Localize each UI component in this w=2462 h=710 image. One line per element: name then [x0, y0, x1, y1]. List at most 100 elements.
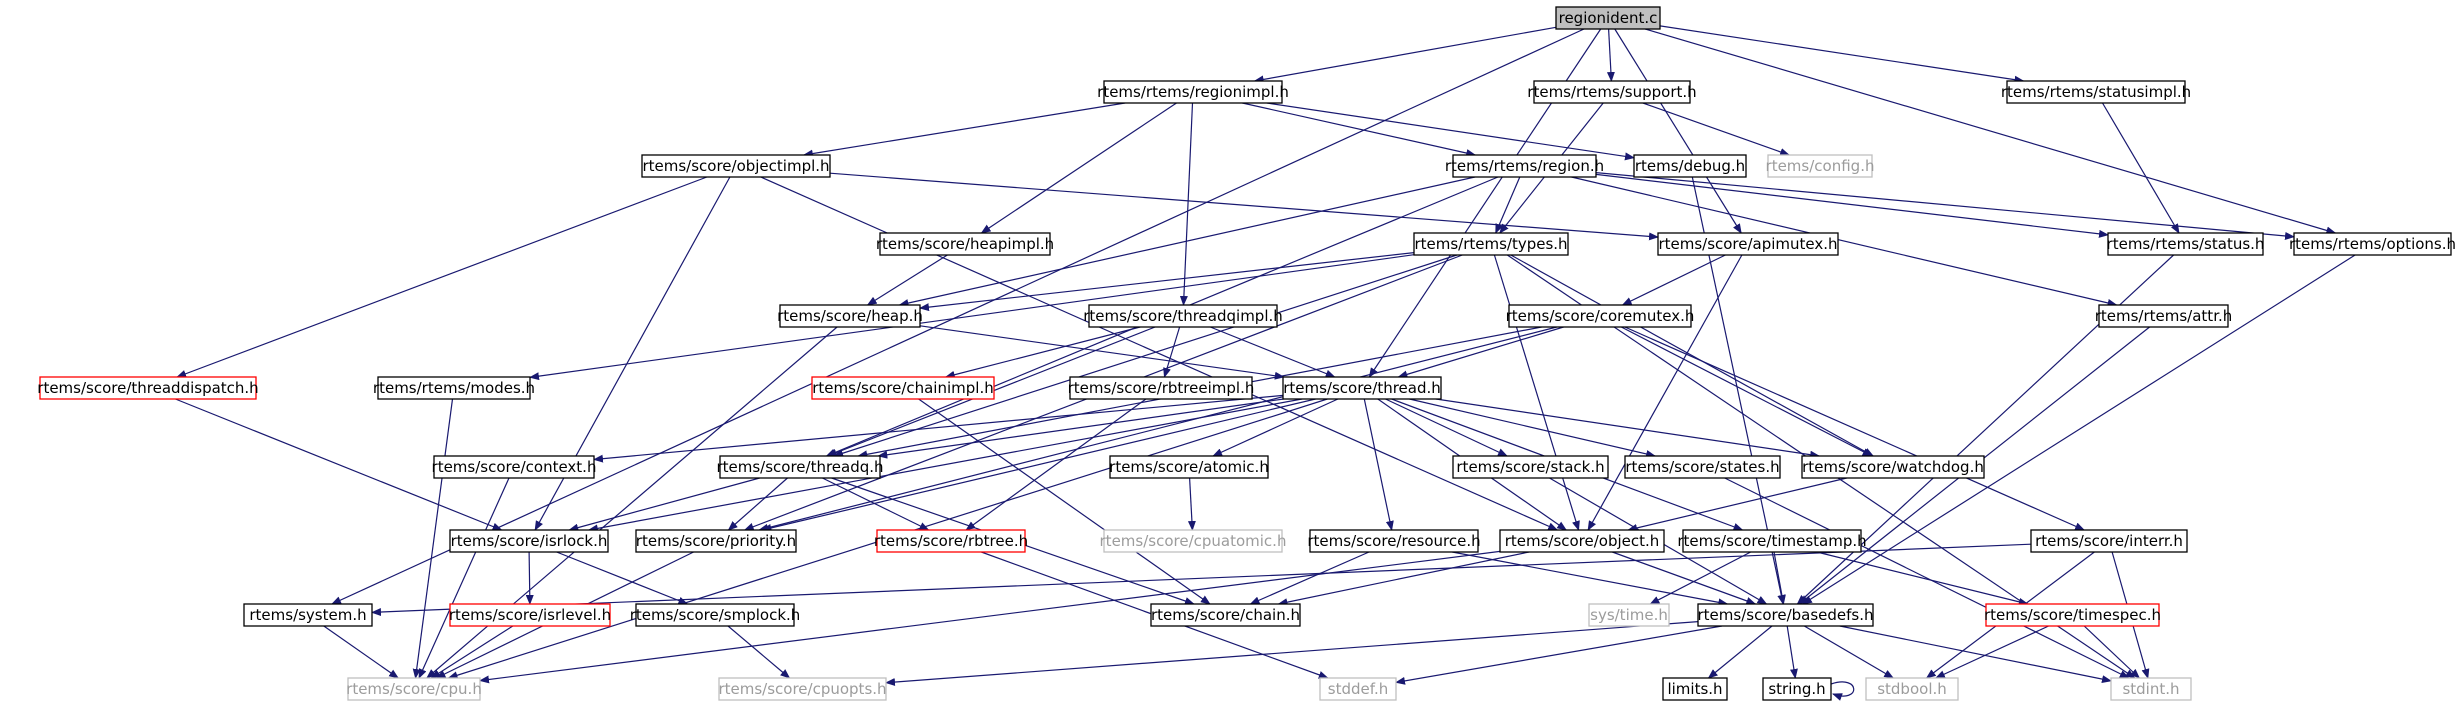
node-attr[interactable]: rtems/rtems/attr.h	[2095, 304, 2233, 328]
edge-thread-to-priority	[761, 398, 1316, 532]
node-box-regionimpl	[1103, 80, 1283, 104]
node-statusimpl[interactable]: rtems/rtems/statusimpl.h	[2001, 80, 2191, 104]
node-string[interactable]: string.h	[1762, 677, 1832, 701]
node-label-priority: rtems/score/priority.h	[636, 532, 796, 550]
node-box-chainimpl	[811, 376, 995, 400]
node-label-resource: rtems/score/resource.h	[1307, 532, 1480, 550]
node-root[interactable]: regionident.c	[1555, 6, 1661, 30]
node-apimutex[interactable]: rtems/score/apimutex.h	[1657, 232, 1839, 256]
node-object[interactable]: rtems/score/object.h	[1499, 529, 1665, 553]
node-timestamp[interactable]: rtems/score/timestamp.h	[1677, 529, 1867, 553]
edge-thread-to-states	[1409, 398, 1657, 458]
node-isrlevel[interactable]: rtems/score/isrlevel.h	[449, 603, 611, 627]
node-label-interr: rtems/score/interr.h	[2035, 532, 2183, 550]
edge-resource-to-basedefs	[1452, 551, 1729, 607]
edge-regionimpl-to-threadqimpl	[1179, 102, 1194, 306]
edge-types-to-threadq	[833, 254, 1458, 458]
edge-regionimpl-to-heapimpl	[980, 102, 1177, 234]
node-chainimpl[interactable]: rtems/score/chainimpl.h	[811, 376, 995, 400]
edge-timespec-to-stdint	[2083, 625, 2141, 679]
node-box-debug	[1633, 154, 1747, 178]
node-smplock[interactable]: rtems/score/smplock.h	[630, 603, 801, 627]
node-coremutex[interactable]: rtems/score/coremutex.h	[1506, 304, 1695, 328]
node-box-status	[2107, 232, 2264, 256]
node-options[interactable]: rtems/rtems/options.h	[2289, 232, 2456, 256]
node-label-object: rtems/score/object.h	[1505, 532, 1660, 550]
node-box-thread	[1282, 376, 1442, 400]
node-thread[interactable]: rtems/score/thread.h	[1282, 376, 1442, 400]
edge-object-to-cpu	[479, 550, 1501, 684]
node-context[interactable]: rtems/score/context.h	[432, 455, 597, 479]
node-label-basedefs: rtems/score/basedefs.h	[1698, 606, 1874, 624]
node-label-isrlock: rtems/score/isrlock.h	[451, 532, 608, 550]
node-stack[interactable]: rtems/score/stack.h	[1452, 455, 1609, 479]
edge-thread-to-context	[593, 394, 1284, 463]
edge-object-to-basedefs	[1612, 551, 1757, 605]
node-system[interactable]: rtems/system.h	[243, 603, 373, 627]
node-heap[interactable]: rtems/score/heap.h	[777, 304, 923, 328]
edge-root-to-apimutex	[1614, 28, 1742, 234]
node-status[interactable]: rtems/rtems/status.h	[2107, 232, 2265, 256]
node-basedefs[interactable]: rtems/score/basedefs.h	[1697, 603, 1874, 627]
node-rbtreeimpl[interactable]: rtems/score/rbtreeimpl.h	[1068, 376, 1255, 400]
node-states[interactable]: rtems/score/states.h	[1624, 455, 1781, 479]
node-timespec[interactable]: rtems/score/timespec.h	[1984, 603, 2161, 627]
node-label-thread: rtems/score/thread.h	[1283, 379, 1441, 397]
node-label-debug: rtems/debug.h	[1635, 157, 1745, 175]
edge-objectimpl-to-apimutex	[829, 172, 1659, 241]
node-isrlock[interactable]: rtems/score/isrlock.h	[449, 529, 609, 553]
node-box-stack	[1452, 455, 1609, 479]
node-box-watchdog	[1801, 455, 1985, 479]
edge-root-to-options	[1645, 28, 2337, 235]
node-label-threaddispatch: rtems/score/threaddispatch.h	[37, 379, 258, 397]
edge-root-to-support	[1606, 28, 1615, 82]
node-box-options	[2293, 232, 2452, 256]
node-atomic[interactable]: rtems/score/atomic.h	[1109, 455, 1269, 479]
node-threadq[interactable]: rtems/score/threadq.h	[716, 455, 884, 479]
edge-coremutex-to-interr	[1624, 326, 2086, 531]
edge-isrlock-to-smplock	[556, 551, 689, 605]
node-region[interactable]: rtems/rtems/region.h	[1445, 154, 1604, 178]
node-threadqimpl[interactable]: rtems/score/threadqimpl.h	[1083, 304, 1283, 328]
edge-basedefs-to-stdbool	[1803, 625, 1895, 679]
node-box-basedefs	[1697, 603, 1874, 627]
node-limits[interactable]: limits.h	[1662, 677, 1728, 701]
node-box-coremutex	[1508, 304, 1692, 328]
node-types[interactable]: rtems/rtems/types.h	[1413, 232, 1569, 256]
node-label-cpuatomic: rtems/score/cpuatomic.h	[1100, 532, 1287, 550]
node-chain[interactable]: rtems/score/chain.h	[1150, 603, 1301, 627]
node-label-chain: rtems/score/chain.h	[1151, 606, 1300, 624]
edge-timestamp-to-basedefs	[1773, 551, 1786, 605]
node-label-string: string.h	[1768, 680, 1825, 698]
edge-thread-to-atomic	[1212, 398, 1339, 457]
node-regionimpl[interactable]: rtems/rtems/regionimpl.h	[1097, 80, 1289, 104]
edge-coremutex-to-thread	[1397, 326, 1564, 379]
node-rbtree[interactable]: rtems/score/rbtree.h	[874, 529, 1028, 553]
node-threaddispatch[interactable]: rtems/score/threaddispatch.h	[37, 376, 259, 400]
edge-types-to-watchdog	[1510, 254, 1875, 457]
node-box-threaddispatch	[39, 376, 257, 400]
node-label-threadq: rtems/score/threadq.h	[716, 458, 883, 476]
node-debug[interactable]: rtems/debug.h	[1633, 154, 1747, 178]
edge-thread-to-isrlock	[587, 398, 1303, 533]
node-modes[interactable]: rtems/rtems/modes.h	[373, 376, 535, 400]
node-label-cpu: rtems/score/cpu.h	[346, 680, 482, 698]
edge-threaddispatch-to-isrlock	[175, 398, 503, 531]
node-priority[interactable]: rtems/score/priority.h	[635, 529, 797, 553]
node-label-config: rtems/config.h	[1766, 157, 1875, 175]
edge-statusimpl-to-status	[2101, 102, 2180, 234]
node-support[interactable]: rtems/rtems/support.h	[1527, 80, 1697, 104]
node-box-statusimpl	[2006, 80, 2186, 104]
node-box-timestamp	[1682, 529, 1862, 553]
edge-region-to-attr	[1571, 176, 2118, 307]
edge-root-to-system	[331, 28, 1585, 605]
node-interr[interactable]: rtems/score/interr.h	[2030, 529, 2188, 553]
node-box-heap	[779, 304, 921, 328]
node-watchdog[interactable]: rtems/score/watchdog.h	[1801, 455, 1985, 479]
node-box-heapimpl	[879, 232, 1051, 256]
node-objectimpl[interactable]: rtems/score/objectimpl.h	[641, 154, 831, 178]
node-box-types	[1413, 232, 1569, 256]
node-resource[interactable]: rtems/score/resource.h	[1307, 529, 1481, 553]
node-heapimpl[interactable]: rtems/score/heapimpl.h	[876, 232, 1054, 256]
